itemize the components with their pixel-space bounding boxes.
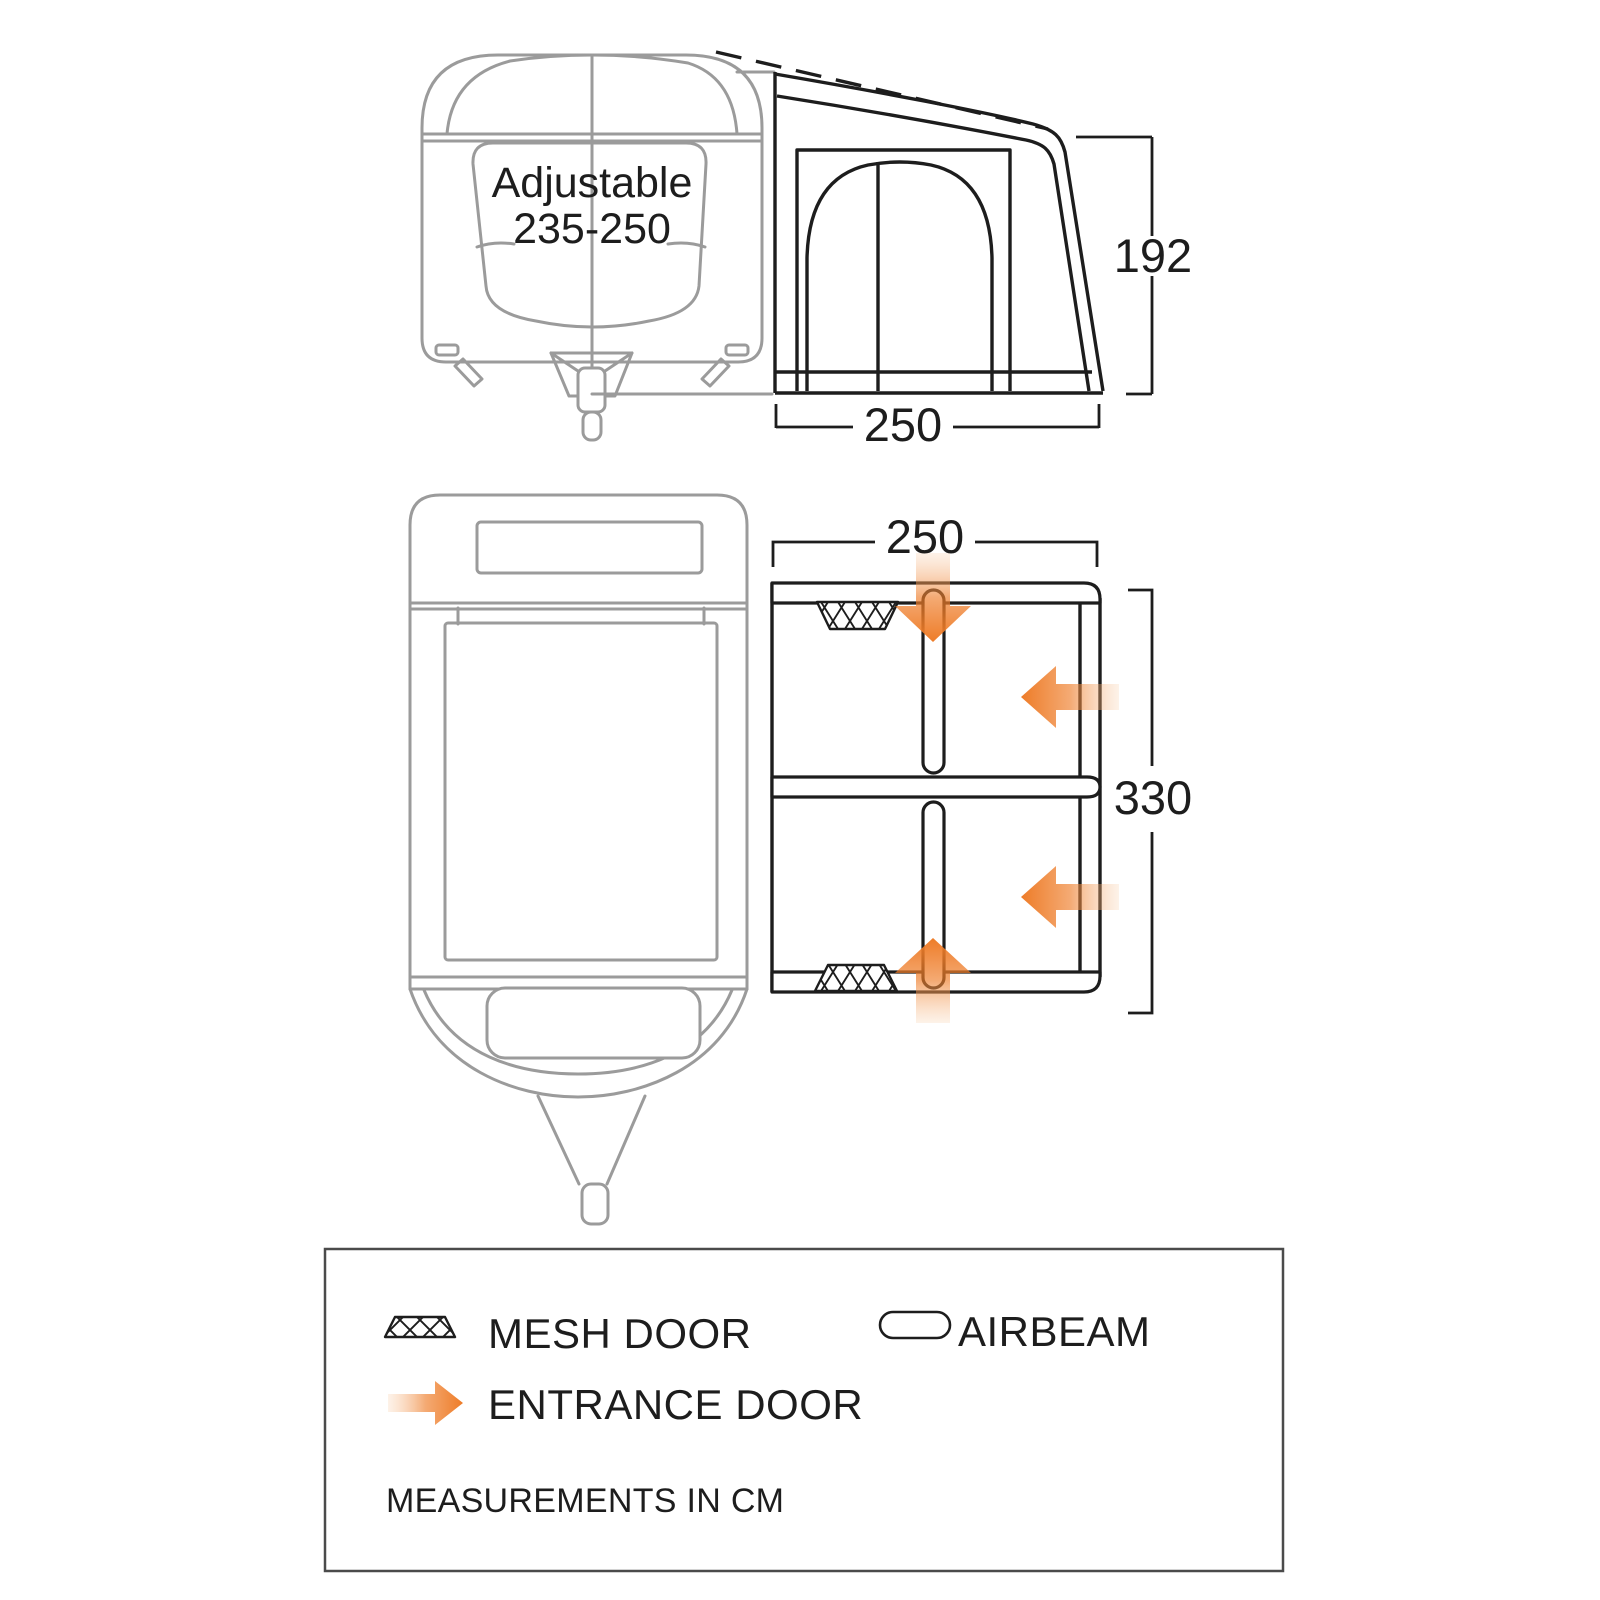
- caravan-plan-front-box: [475, 520, 704, 575]
- adjustable-roof-dashed-line: [715, 50, 1049, 131]
- legend-mesh-hatch: [385, 1317, 455, 1337]
- awning-side-view: [715, 50, 1105, 395]
- legend-box: [323, 1247, 1285, 1573]
- entrance-door-arrow-icon: [388, 1381, 463, 1425]
- caravan-plan-outline: [408, 493, 749, 991]
- entrance-door-arrow-right-lower: [1021, 866, 1119, 928]
- legend-mesh-door-label: MESH DOOR: [488, 1310, 752, 1357]
- front-adjustable-label-line2: 235-250: [513, 205, 671, 253]
- mesh-door-bottom-outline: [813, 963, 899, 993]
- front-adjustable-label-line1: Adjustable: [492, 159, 693, 207]
- caravan-front-window: [471, 141, 708, 329]
- height-dimension-bracket: [1076, 135, 1154, 396]
- caravan-front-window-seam-right: [666, 241, 707, 249]
- caravan-front-view: [420, 53, 776, 442]
- side-width-dimension: 250: [864, 398, 942, 451]
- plan-width-dimension: 250: [886, 510, 964, 563]
- caravan-hitch-frame: [549, 351, 634, 398]
- side-width-dimension-bracket: [774, 404, 1101, 429]
- caravan-front-window-seam-left: [475, 241, 516, 249]
- side-door-arch: [805, 160, 994, 391]
- side-view-dimensions: [774, 135, 1154, 429]
- plan-view-dimensions: [771, 540, 1154, 1015]
- caravan-corner-steady-right: [700, 357, 731, 388]
- caravan-plan-view: [408, 493, 749, 1226]
- legend-measurements-note: MEASUREMENTS IN CM: [386, 1482, 784, 1520]
- mesh-door-top-hatch: [817, 602, 898, 629]
- side-height-dimension: 192: [1114, 229, 1192, 282]
- caravan-plan-locker-lid: [485, 986, 702, 1060]
- mesh-door-bottom-hatch: [815, 965, 897, 991]
- caravan-hitch-coupling: [576, 366, 607, 414]
- airbeam-middle: [770, 775, 1102, 799]
- mesh-door-bottom-icon: [813, 963, 899, 993]
- mesh-door-top-icon: [815, 600, 900, 631]
- caravan-front-light-right: [724, 343, 750, 357]
- caravan-plan-roof-lines: [408, 601, 749, 991]
- entrance-door-arrow-bottom: [895, 938, 971, 1023]
- legend-panel: MESH DOOR AIRBEAM ENTRANCE DOOR MEASUREM…: [323, 1247, 1285, 1573]
- airbeam-icon: [878, 1310, 952, 1340]
- caravan-jockey-wheel: [581, 410, 603, 442]
- plan-depth-dimension-bracket: [1128, 588, 1154, 1015]
- mesh-door-icon: [383, 1315, 457, 1339]
- entrance-door-arrow-top: [895, 553, 971, 642]
- entrance-door-arrow-right-upper: [1021, 666, 1119, 728]
- plan-depth-dimension: 330: [1114, 771, 1192, 824]
- caravan-plan-corner-ticks: [456, 606, 706, 626]
- caravan-plan-jockey-wheel: [580, 1182, 610, 1226]
- plan-width-dimension-bracket: [771, 540, 1099, 567]
- caravan-front-light-left: [434, 343, 460, 357]
- side-roof-outer: [774, 72, 1105, 392]
- legend-airbeam-label: AIRBEAM: [958, 1308, 1151, 1355]
- mesh-door-top-outline: [815, 600, 900, 631]
- legend-mesh-outline: [383, 1315, 457, 1339]
- legend-entrance-door-label: ENTRANCE DOOR: [488, 1381, 863, 1428]
- side-roof-inner: [776, 94, 1091, 392]
- caravan-front-body-outline: [420, 53, 764, 364]
- caravan-plan-aframe: [536, 1094, 647, 1186]
- caravan-corner-steady-left: [453, 357, 484, 388]
- caravan-hitch-braces: [549, 351, 634, 373]
- caravan-plan-roof-rect: [443, 621, 719, 962]
- side-door-frame: [795, 148, 1012, 391]
- awning-plan-view: [770, 553, 1119, 1023]
- caravan-plan-front-curve-outer: [408, 987, 749, 1099]
